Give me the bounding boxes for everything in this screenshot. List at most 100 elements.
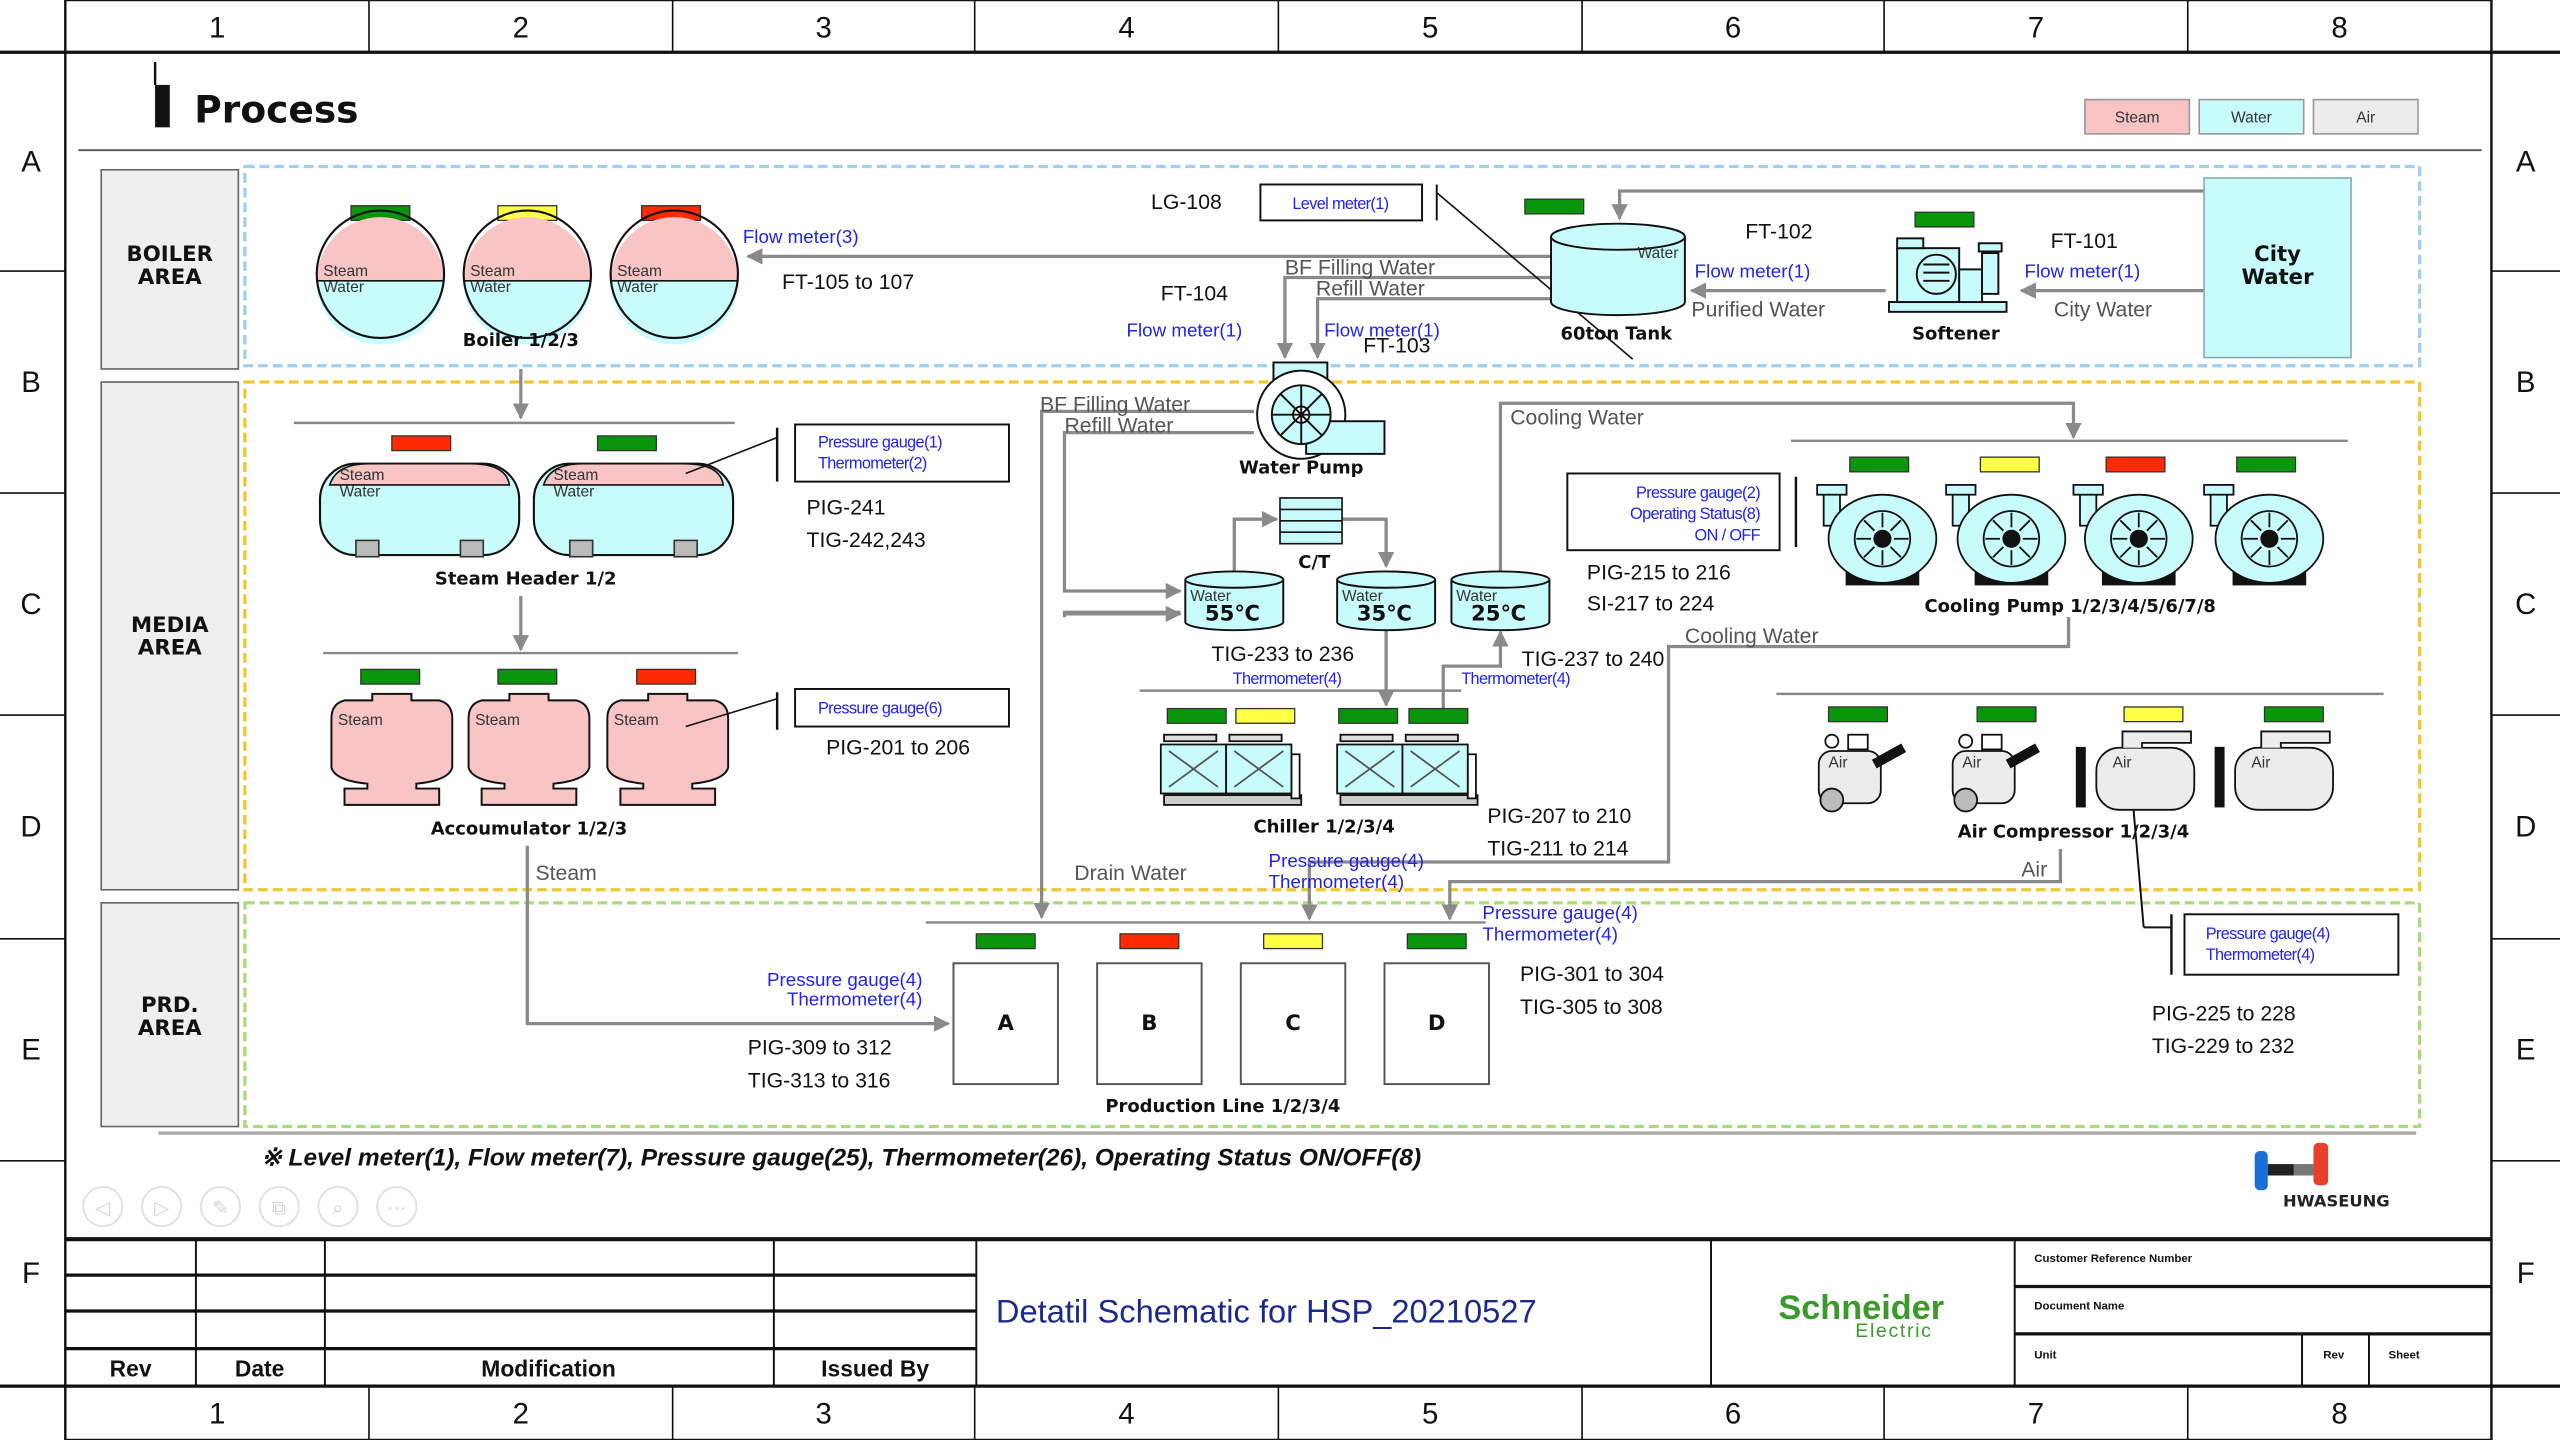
- chiller-icon: [1159, 733, 1303, 806]
- legend: Steam Water Air: [2084, 98, 2419, 135]
- previous-icon[interactable]: ◁: [82, 1185, 124, 1228]
- status-light-green: [1914, 211, 1975, 228]
- softener-label: Softener: [1912, 324, 2000, 345]
- thermometer-right: Thermometer(4): [1461, 670, 1570, 688]
- legend-steam-label: Steam: [2115, 109, 2160, 126]
- modification-header: Modification: [481, 1355, 616, 1381]
- status-light-green: [2263, 706, 2324, 723]
- purified-water-label: Purified Water: [1691, 299, 1825, 322]
- status-light-red: [2105, 456, 2166, 473]
- grid-row-label: C: [20, 588, 41, 621]
- water-pump-icon: [1256, 361, 1386, 460]
- production-area-region: [243, 901, 2422, 1129]
- pipes: [293, 184, 2384, 1032]
- grid-row-label: E: [2516, 1034, 2536, 1067]
- copy-icon[interactable]: ⧉: [258, 1185, 300, 1228]
- boiler-water-label: Water: [617, 279, 658, 296]
- chiller-group: [1159, 733, 1479, 806]
- status-light-green: [1338, 707, 1399, 724]
- steam-header-meter-2: Thermometer(2): [818, 455, 927, 473]
- status-light-green: [1827, 706, 1888, 723]
- chiller-label: Chiller 1/2/3/4: [1253, 817, 1394, 838]
- legend-air-swatch: [2312, 98, 2419, 135]
- bf-filling-water-label: BF Filling Water: [1285, 256, 1435, 279]
- grid-column-label: 5: [1422, 1398, 1438, 1431]
- boiler-label: Boiler 1/2/3: [463, 330, 579, 351]
- status-light-green: [975, 933, 1036, 950]
- cooling-pump-icon: [1945, 484, 2067, 586]
- more-icon[interactable]: ⋯: [376, 1185, 418, 1228]
- status-light-green: [1976, 706, 2037, 723]
- ft101-tag: FT-101: [2051, 230, 2118, 253]
- chiller-thermometer: Thermometer(4): [1269, 871, 1405, 892]
- grid-column-label: 2: [513, 12, 529, 45]
- legend-steam-swatch: [2084, 98, 2191, 135]
- steam-header-tag-1: PIG-241: [807, 496, 886, 519]
- grid-column-label: 3: [816, 12, 832, 45]
- grid-column-label: 6: [1725, 1398, 1741, 1431]
- status-light-green: [1406, 933, 1467, 950]
- boiler-area-region: [243, 164, 2422, 368]
- grid-column-label: 1: [209, 12, 225, 45]
- ft101-flow-meter: Flow meter(1): [2024, 261, 2140, 282]
- cooling-pump-meter-1: Pressure gauge(2): [1636, 484, 1760, 502]
- status-light-yellow: [1263, 933, 1324, 950]
- status-light-green: [1408, 707, 1469, 724]
- svg-text:⧉: ⧉: [272, 1197, 286, 1220]
- next-icon[interactable]: ▷: [141, 1185, 183, 1228]
- svg-text:▷: ▷: [154, 1197, 169, 1220]
- grid-row-label: D: [2515, 811, 2536, 844]
- cooling-tower-icon: [1279, 497, 1343, 545]
- prod-left-thermometer: Thermometer(4): [787, 989, 923, 1010]
- ft103-flow-meter: Flow meter(1): [1324, 319, 1440, 340]
- softener-icon: [1888, 237, 2008, 313]
- water-pump-label: Water Pump: [1239, 457, 1364, 478]
- accumulator-steam-label: Steam: [614, 712, 659, 729]
- boiler-water-label: Water: [470, 279, 511, 296]
- drain-water-label: Drain Water: [1074, 862, 1186, 885]
- grid-column-label: 4: [1118, 12, 1134, 45]
- level-meter-box: [1259, 183, 1424, 222]
- cooling-pump-tag-2: SI-217 to 224: [1587, 593, 1715, 616]
- grid-column-label: 2: [513, 1398, 529, 1431]
- zoom-icon[interactable]: ⌕: [317, 1185, 359, 1228]
- air-label: Air: [2113, 754, 2132, 771]
- chiller-icon: [1336, 733, 1479, 806]
- page-title: Process: [194, 87, 358, 131]
- schneider-electric-logo: Schneider Electric: [1778, 1289, 1944, 1342]
- air-label: Air: [1829, 754, 1848, 771]
- sheet-label: Sheet: [2389, 1349, 2420, 1361]
- air-compressor-meter-2: Thermometer(4): [2206, 946, 2315, 964]
- grid-row-label: B: [21, 366, 41, 399]
- status-light-green: [1524, 198, 1585, 215]
- header-water-label: Water: [340, 483, 381, 500]
- production-line-C: C: [1239, 962, 1347, 1086]
- air-line-label: Air: [2021, 859, 2047, 882]
- prod-left-tag-1: PIG-309 to 312: [748, 1037, 892, 1060]
- production-line-D: D: [1383, 962, 1490, 1086]
- status-light-green: [2236, 456, 2297, 473]
- tank-60ton: Water: [1550, 222, 1686, 317]
- tank-fluid-label: Water: [1190, 588, 1231, 605]
- pen-icon[interactable]: ✎: [199, 1185, 241, 1228]
- ft104-tag: FT-104: [1161, 282, 1228, 305]
- steam-header-label: Steam Header 1/2: [435, 568, 617, 589]
- tank-temperature: 55℃: [1205, 601, 1260, 626]
- production-line-label: D: [1428, 1011, 1446, 1036]
- tig-233-tag: TIG-233 to 236: [1211, 643, 1354, 666]
- status-light-red: [391, 435, 452, 452]
